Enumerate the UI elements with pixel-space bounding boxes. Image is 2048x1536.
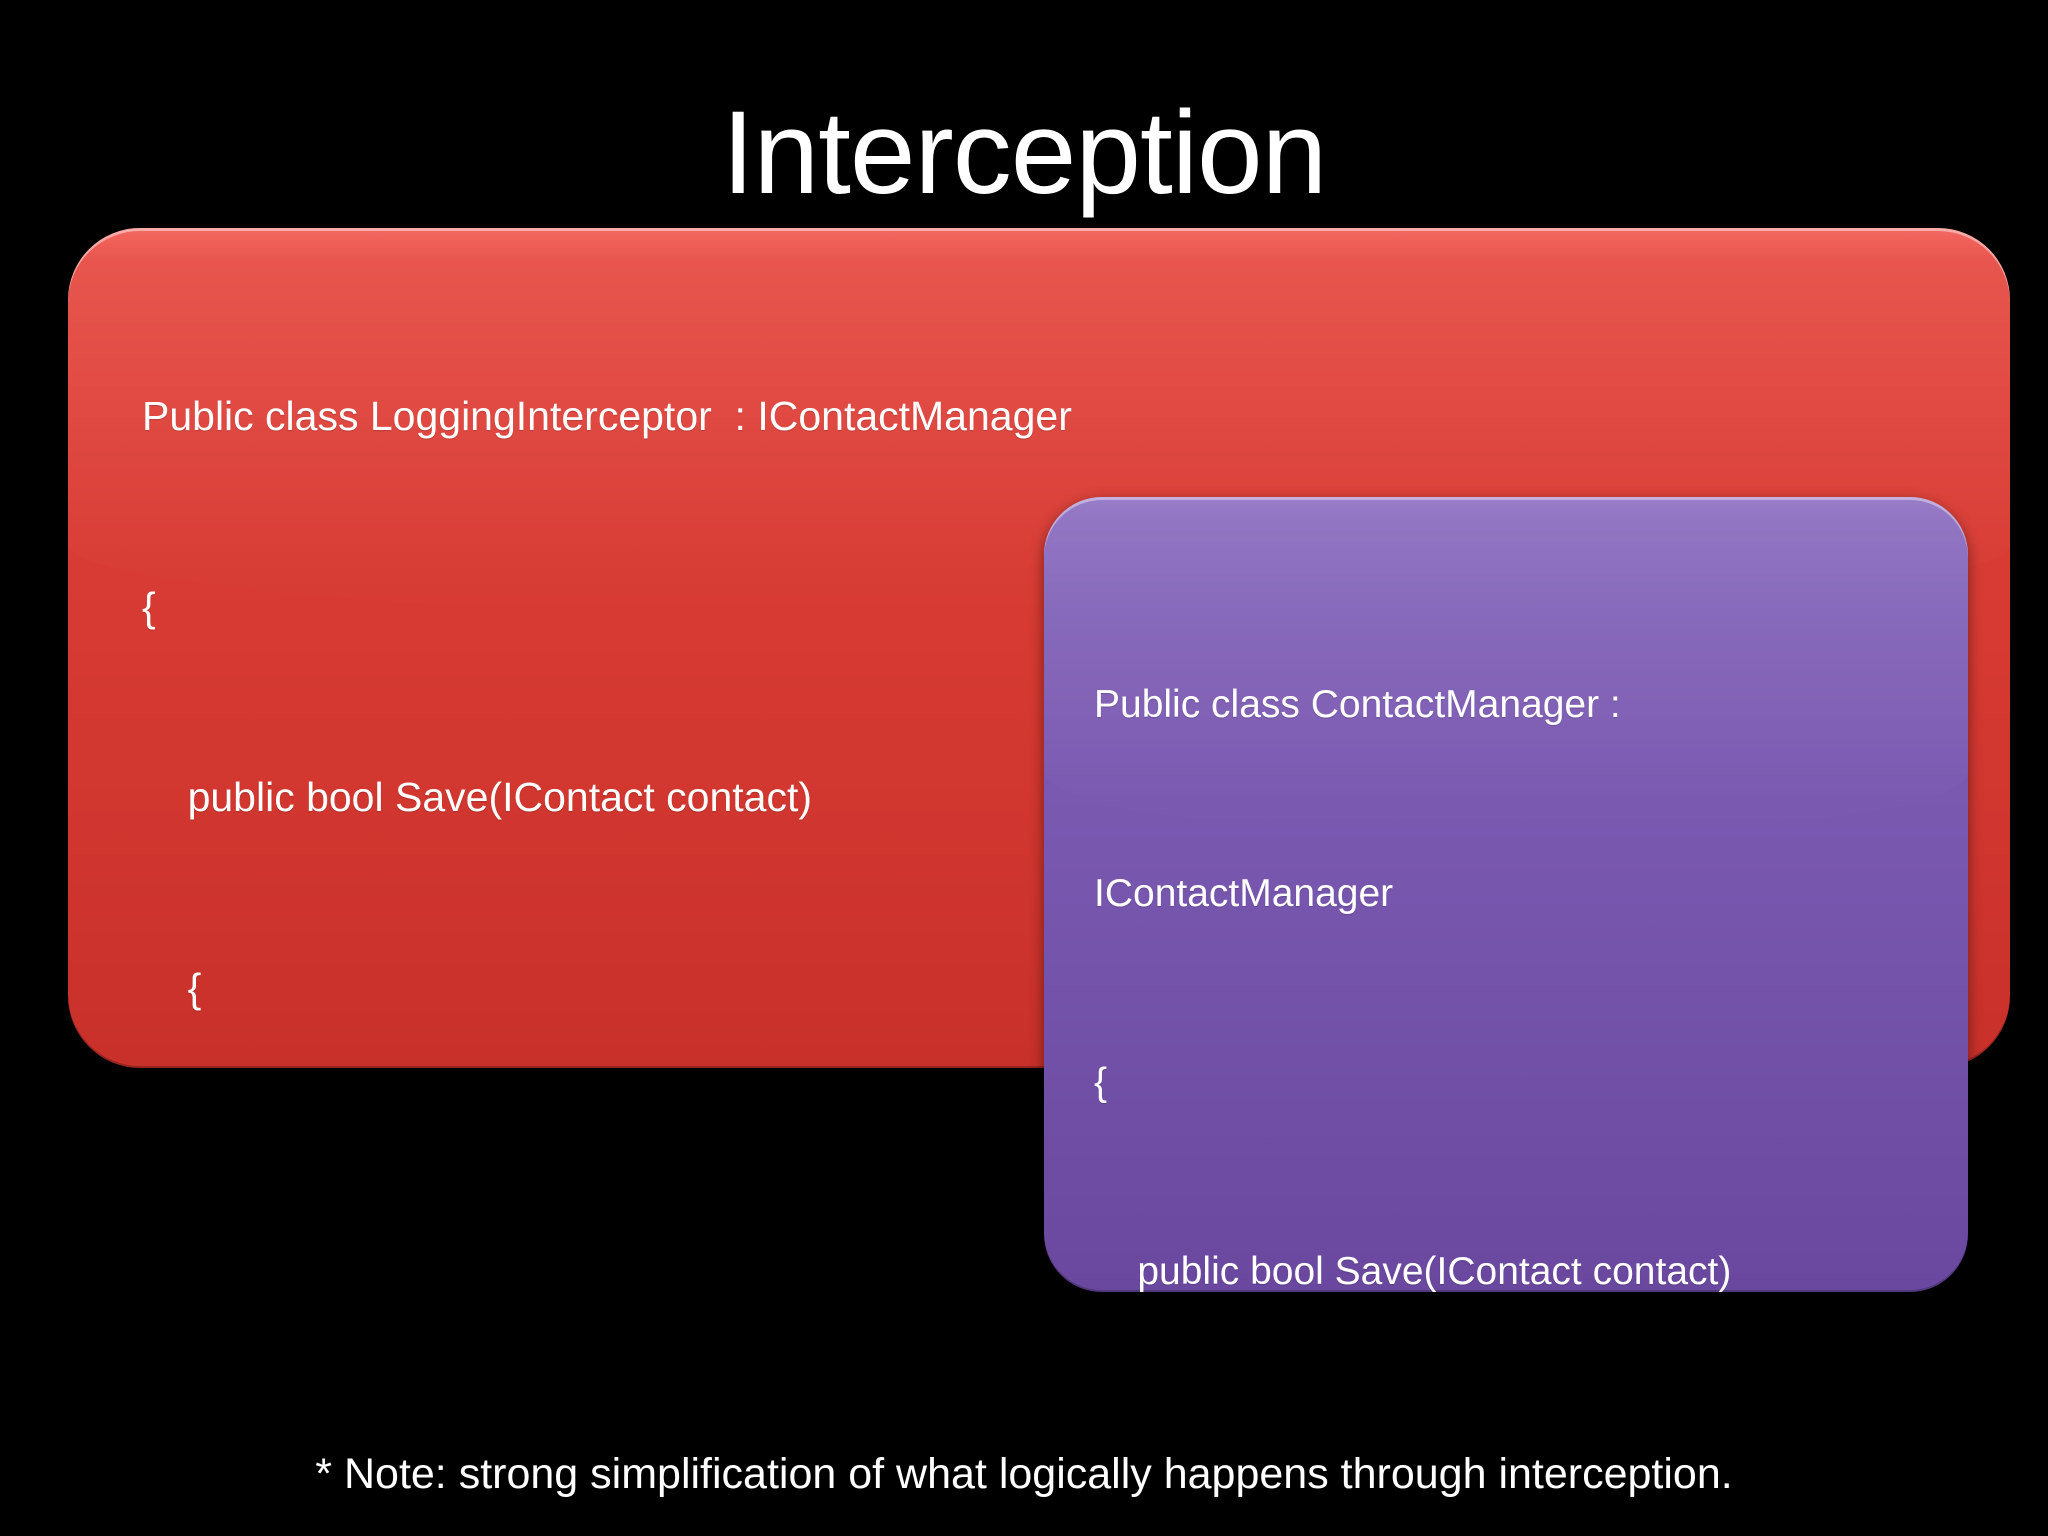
logging-interceptor-code: Public class LoggingInterceptor : IConta… — [142, 258, 1072, 1068]
code-line: IContactManager — [1094, 872, 1394, 915]
code-line: { — [1094, 1061, 1108, 1104]
code-line: public bool Save(IContact contact) — [1094, 1250, 1732, 1292]
footnote-note: * Note: strong simplification of what lo… — [315, 1450, 1733, 1498]
page-title: Interception — [721, 87, 1328, 219]
code-line: Public class LoggingInterceptor : IConta… — [142, 393, 1072, 439]
code-line: public bool Save(IContact contact) — [142, 774, 813, 820]
contact-manager-code: Public class ContactManager : IContactMa… — [1094, 547, 1731, 1292]
code-line: { — [142, 964, 202, 1011]
contact-manager-card: Public class ContactManager : IContactMa… — [1044, 497, 1968, 1292]
code-line: Public class ContactManager : — [1094, 683, 1621, 726]
code-line: { — [142, 583, 156, 630]
